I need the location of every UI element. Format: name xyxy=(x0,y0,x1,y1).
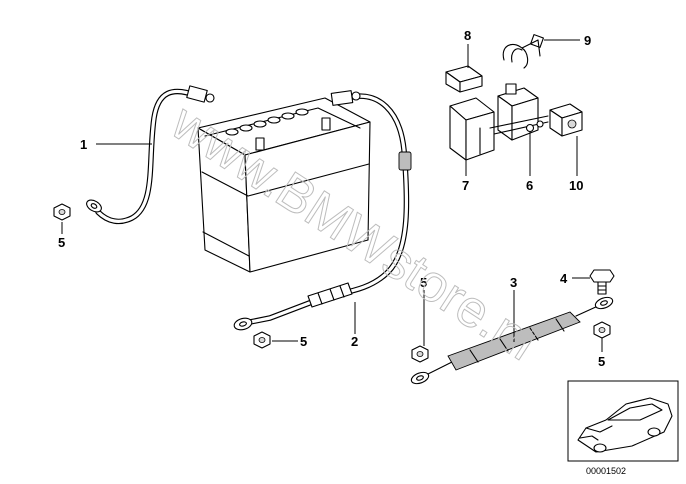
callout-8: 8 xyxy=(464,28,471,43)
callout-5-left: 5 xyxy=(58,235,65,250)
callout-2: 2 xyxy=(351,334,358,349)
terminal-block-6 xyxy=(489,83,549,141)
car-icon xyxy=(577,397,673,453)
callout-numbers: 1 5 2 5 5 3 4 5 8 9 7 6 10 xyxy=(58,28,605,369)
callout-10: 10 xyxy=(569,178,583,193)
battery-negative-terminal xyxy=(255,137,265,151)
callout-4: 4 xyxy=(560,271,568,286)
callout-3: 3 xyxy=(510,275,517,290)
nut-5-left xyxy=(53,203,71,221)
battery-cell-caps xyxy=(225,108,309,136)
clip-9 xyxy=(502,34,544,69)
callout-1: 1 xyxy=(80,137,87,152)
leader-lines xyxy=(61,39,603,352)
block-10 xyxy=(549,103,583,137)
cable-2 xyxy=(233,90,412,331)
callout-6: 6 xyxy=(526,178,533,193)
callout-5-center: 5 xyxy=(420,275,427,290)
nut-5-bottom xyxy=(253,331,271,349)
cover-7 xyxy=(449,97,495,161)
callout-5-right: 5 xyxy=(598,354,605,369)
vehicle-inset: 00001502 xyxy=(567,380,679,476)
callout-7: 7 xyxy=(462,178,469,193)
nut-5-center xyxy=(411,345,429,363)
diagram-code: 00001502 xyxy=(586,466,626,476)
nut-5-right xyxy=(593,321,611,339)
cap-8 xyxy=(445,65,483,93)
battery-positive-terminal xyxy=(321,117,331,131)
battery xyxy=(197,97,371,273)
callout-5-bottom: 5 xyxy=(300,334,307,349)
bolt-4 xyxy=(589,269,615,295)
callout-9: 9 xyxy=(584,33,591,48)
cable-1 xyxy=(86,85,215,225)
